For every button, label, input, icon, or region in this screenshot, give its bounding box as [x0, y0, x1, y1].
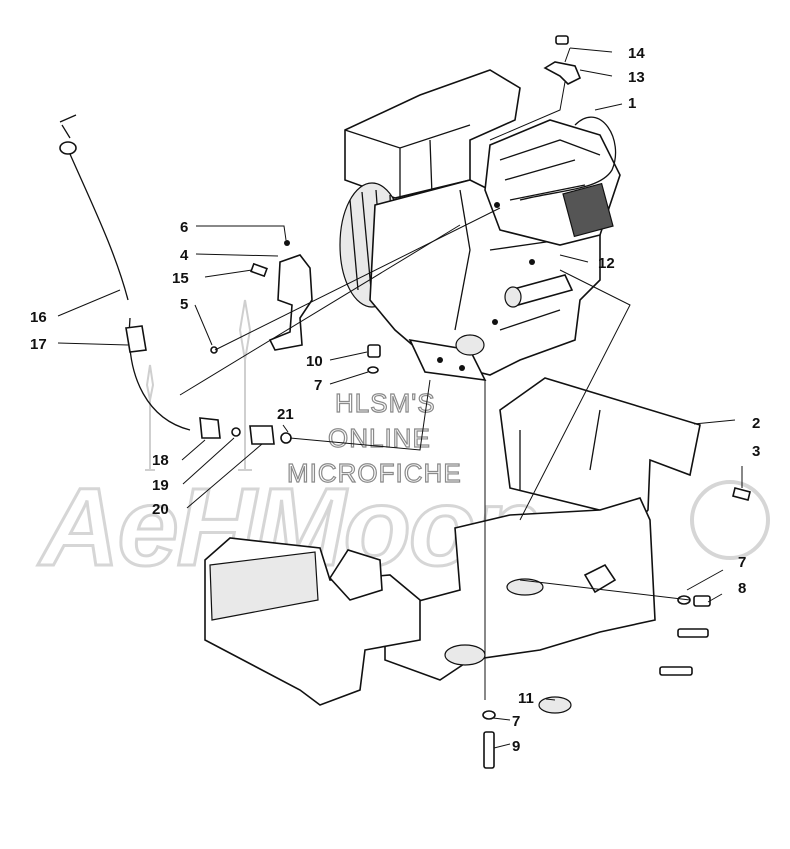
callout-21: 21	[277, 406, 294, 423]
callout-14: 14	[628, 45, 645, 62]
dipstick-assembly	[59, 114, 292, 445]
callout-15: 15	[172, 270, 189, 287]
callout-2: 2	[752, 415, 760, 432]
callout-20: 20	[152, 501, 169, 518]
callout-13: 13	[628, 69, 645, 86]
callout-1: 1	[628, 95, 636, 112]
callout-5: 5	[180, 296, 188, 313]
callout-17: 17	[30, 336, 47, 353]
callout-4: 4	[180, 247, 189, 264]
watermark-wheel-icon	[690, 480, 770, 560]
callout-16: 16	[30, 309, 47, 326]
callout-6: 6	[180, 219, 188, 236]
throttle-bracket	[210, 240, 313, 354]
watermark-line1: HLSM'S	[335, 388, 436, 418]
callout-7b: 7	[738, 554, 746, 571]
watermark-line2: ONLINE	[328, 423, 431, 453]
hardware	[367, 35, 751, 769]
leader-lines	[57, 47, 743, 749]
callout-8: 8	[738, 580, 746, 597]
callouts: 14 13 1 6 4 15 5 12 16 17 10 7 21 2 3 18…	[30, 45, 760, 755]
callout-7c: 7	[512, 713, 520, 730]
regulator	[562, 182, 614, 238]
callout-12: 12	[598, 255, 615, 272]
engine-mount-frame	[204, 377, 701, 706]
watermark-line3: MICROFICHE	[287, 458, 462, 488]
callout-18: 18	[152, 452, 169, 469]
callout-9: 9	[512, 738, 520, 755]
callout-19: 19	[152, 477, 169, 494]
watermark-cathedral-icon	[145, 299, 252, 471]
callout-3: 3	[752, 443, 760, 460]
engine-assembly	[339, 69, 621, 381]
callout-7a: 7	[314, 377, 322, 394]
callout-11: 11	[518, 690, 534, 707]
callout-10: 10	[306, 353, 323, 370]
